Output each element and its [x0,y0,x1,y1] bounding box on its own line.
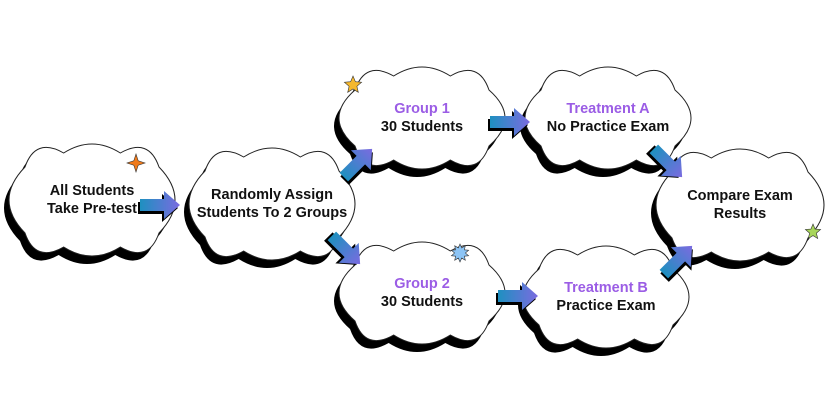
four-point-star-icon [126,153,146,173]
node-text-line: Practice Exam [556,298,656,314]
node-subtitle: Treatment B [564,280,648,296]
node-subtitle: Group 2 [394,276,450,292]
cloud-shape [522,245,690,349]
five-point-star-icon [343,75,363,93]
node-subtitle: Treatment A [566,101,650,117]
cloud-shape [655,148,825,262]
node-text-line: 30 Students [380,294,464,310]
node-treatmentB [518,245,690,356]
node-text-line: All Students [49,183,135,199]
arrow-treatmentA-to-compare [646,144,683,178]
node-group1 [334,66,506,177]
node-text-line: Results [713,206,767,222]
node-text-line: Compare Exam [687,188,793,204]
node-text-line: Randomly Assign [211,187,333,203]
arrow-group2-to-treatmentB [496,282,538,313]
node-text-line: Take Pre-test [47,201,137,217]
node-compare [651,148,825,269]
node-text-line: Students To 2 Groups [196,205,348,221]
cloud-shape [8,143,176,257]
arrow-group1-to-treatmentA [488,108,530,139]
node-label-treatmentA: Treatment A No Practice Exam [547,100,670,136]
arrow-assign-to-group1 [339,148,373,185]
node-label-group1: Group 1 30 Students [381,100,463,136]
arrow-treatmentB-to-compare [659,245,693,282]
node-assign [184,147,356,268]
burst-star-icon [450,243,470,263]
node-treatmentA [520,66,692,177]
cloud-shape [524,66,692,170]
node-text-line: No Practice Exam [546,119,670,135]
node-label-treatmentB: Treatment B Practice Exam [556,279,655,315]
arrow-assign-to-group2 [324,231,361,265]
node-pretest [4,143,176,264]
cloud-shape [338,241,506,345]
node-group2 [334,241,506,352]
node-text-line: 30 Students [380,119,464,135]
node-subtitle: Group 1 [394,101,450,117]
arrow-pretest-to-assign [138,191,180,222]
five-point-star-icon [804,223,822,240]
node-label-group2: Group 2 30 Students [381,275,463,311]
